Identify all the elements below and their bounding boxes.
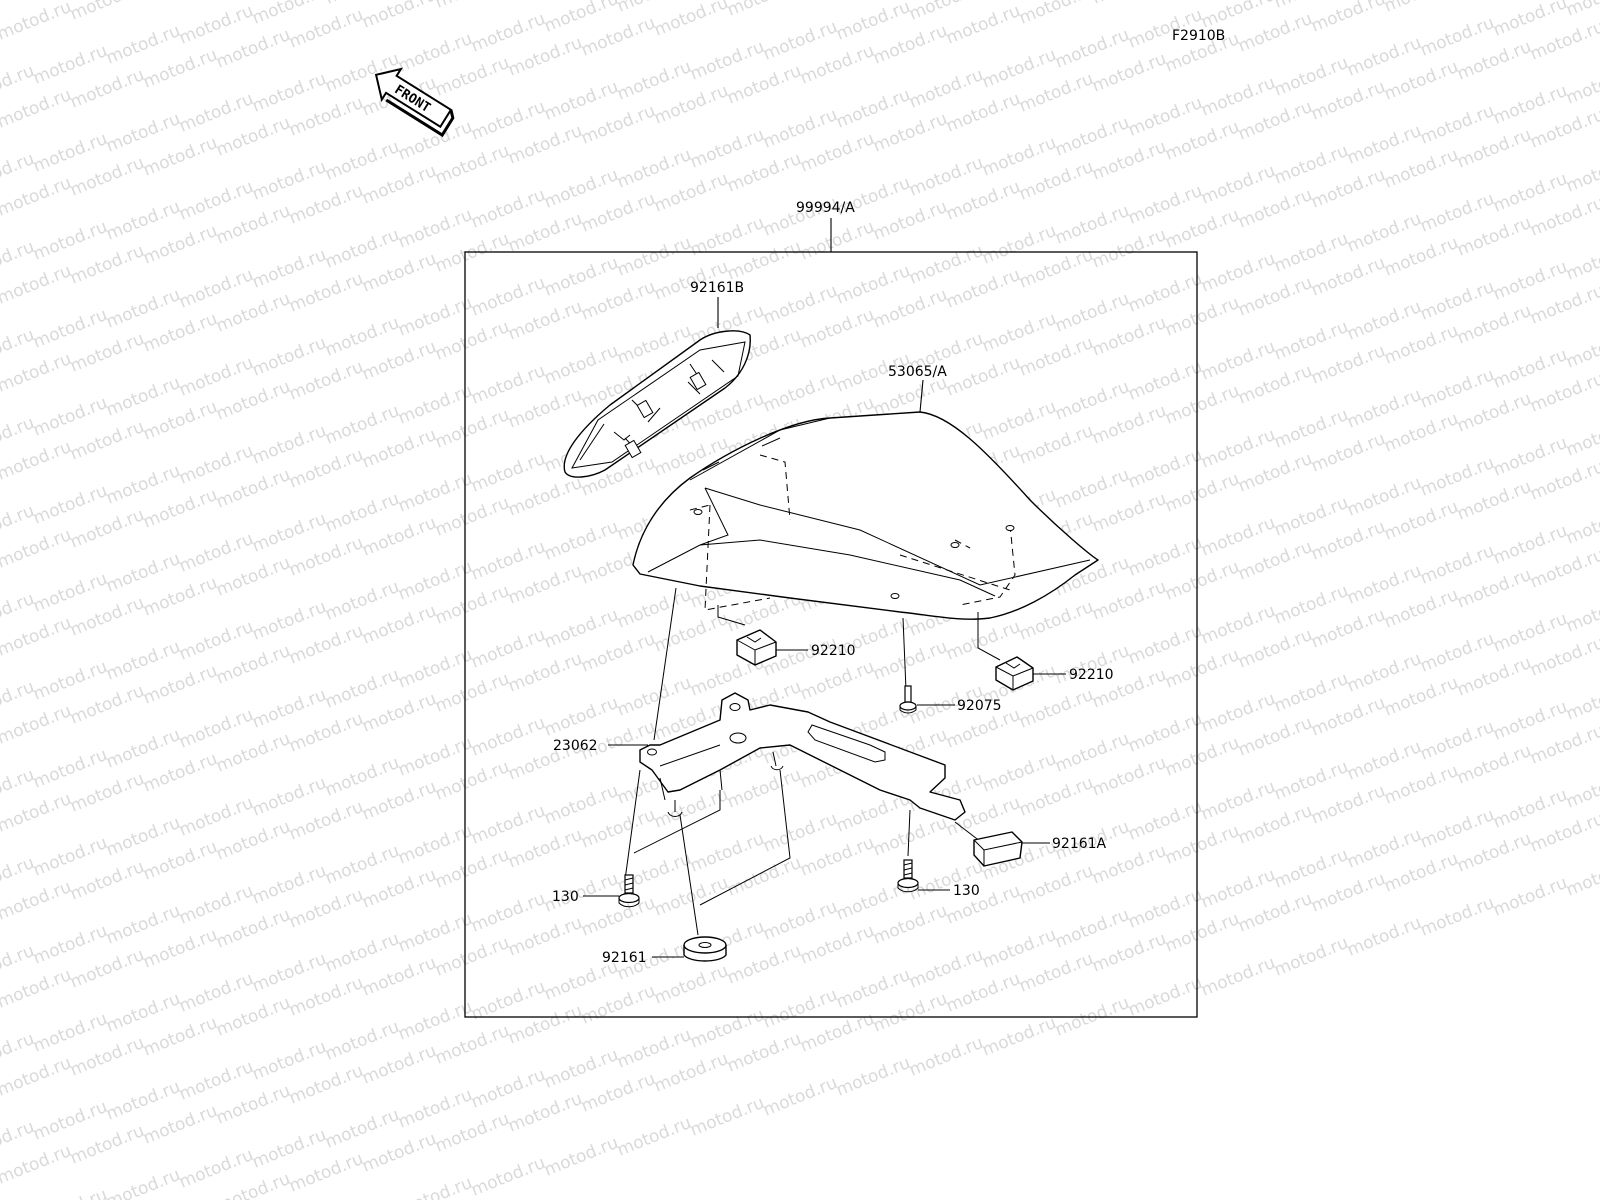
callout-92161b: 92161B: [690, 280, 744, 296]
callout-130-right: 130: [953, 883, 980, 899]
callout-53065-a: 53065/A: [888, 364, 947, 380]
nut-left-part: [736, 629, 777, 666]
callout-92075: 92075: [957, 698, 1002, 714]
callout-92210-left: 92210: [811, 643, 856, 659]
damper-92161a-part: [973, 831, 1023, 867]
callout-23062: 23062: [553, 738, 598, 754]
screw-92075-part: [899, 685, 917, 714]
front-arrow-icon: FRONT: [374, 67, 455, 138]
seat-cover-part: [632, 411, 1099, 620]
lamp-cover-part: [563, 330, 751, 478]
bracket-part: [639, 692, 966, 821]
figure-code: F2910B: [1172, 28, 1225, 44]
callout-130-left: 130: [552, 889, 579, 905]
callout-92161: 92161: [602, 950, 647, 966]
callout-92161a: 92161A: [1052, 836, 1107, 852]
bolt-right-part: [897, 859, 919, 893]
nut-right-part: [995, 656, 1034, 691]
callout-99994-a: 99994/A: [796, 200, 855, 216]
callout-92210-right: 92210: [1069, 667, 1114, 683]
damper-92161-part: [683, 936, 727, 962]
bolt-left-part: [618, 874, 640, 908]
